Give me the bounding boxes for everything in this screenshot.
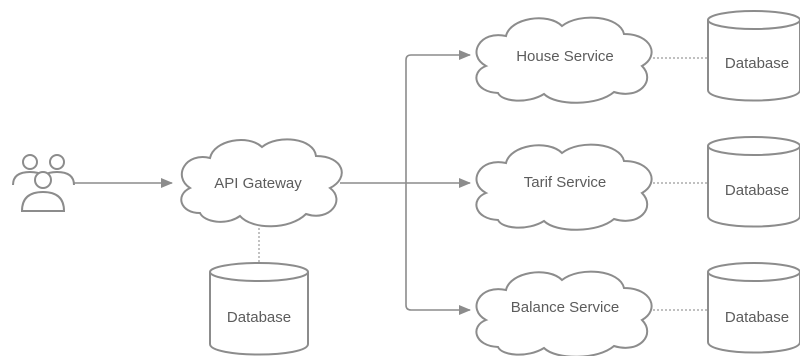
house-db-label: Database — [725, 55, 789, 72]
connectors — [73, 50, 707, 315]
tarif-db-top — [707, 136, 800, 156]
balance-service-node[interactable]: Balance Service — [475, 270, 653, 358]
house-service-node[interactable]: House Service — [475, 16, 653, 104]
gateway-db-label: Database — [227, 309, 291, 326]
tarif-service-label: Tarif Service — [524, 174, 607, 191]
balance-database: Database — [707, 262, 800, 354]
router-to-house-arrow — [405, 50, 471, 183]
balance-db-cylinder — [707, 272, 800, 354]
gateway-db-cylinder — [209, 272, 309, 356]
house-db-top — [707, 10, 800, 30]
gateway-db-top — [209, 262, 309, 282]
tarif-service-node[interactable]: Tarif Service — [475, 143, 653, 231]
house-service-cloud-shape — [475, 16, 653, 104]
balance-db-label: Database — [725, 309, 789, 326]
house-db-cylinder — [707, 20, 800, 102]
tarif-db-cylinder — [707, 146, 800, 228]
gateway-cloud-shape — [180, 138, 343, 228]
gateway-label: API Gateway — [214, 175, 302, 192]
tarif-database: Database — [707, 136, 800, 228]
router-to-balance-arrow — [405, 183, 471, 315]
gateway-node[interactable]: API Gateway — [180, 138, 343, 228]
tarif-service-cloud-shape — [475, 143, 653, 231]
users-icon — [12, 154, 75, 212]
house-database: Database — [707, 10, 800, 102]
house-service-label: House Service — [516, 48, 614, 65]
balance-db-top — [707, 262, 800, 282]
gateway-database: Database — [209, 262, 309, 356]
balance-service-label: Balance Service — [511, 299, 619, 316]
tarif-db-label: Database — [725, 182, 789, 199]
